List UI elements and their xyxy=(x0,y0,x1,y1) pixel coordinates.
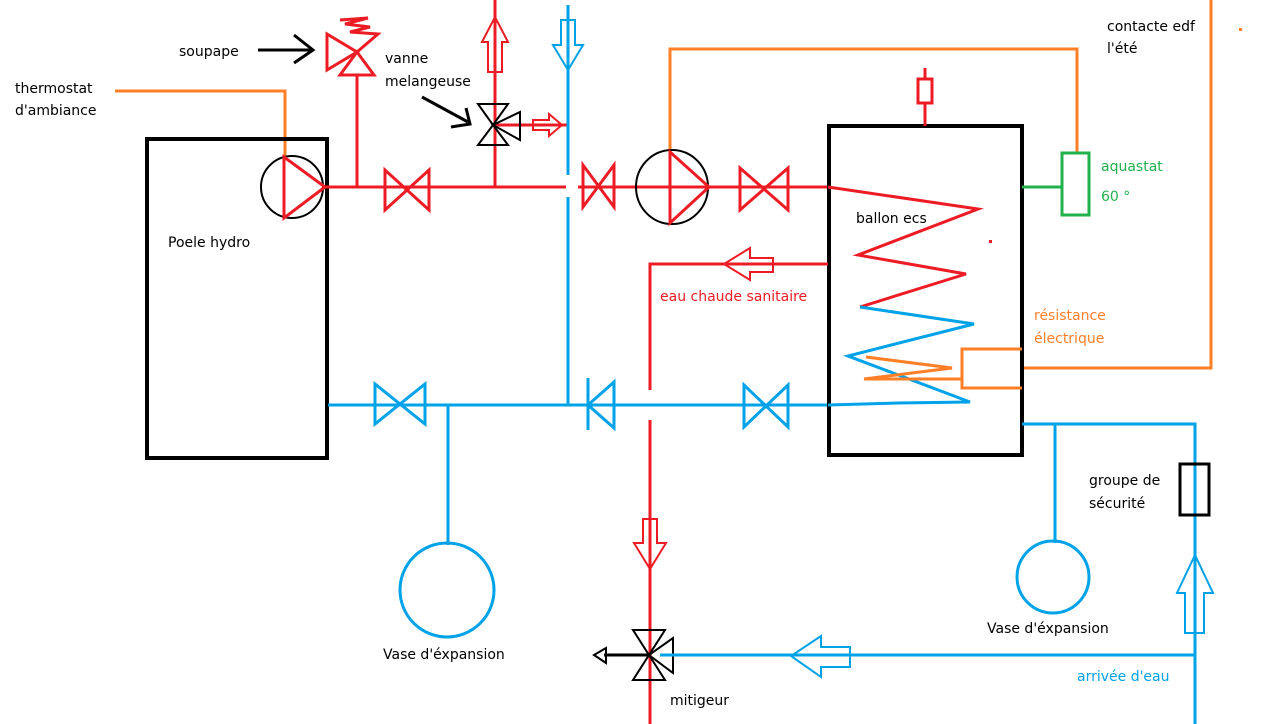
electrical-wiring xyxy=(115,0,1242,370)
groupe-securite-icon[interactable] xyxy=(1178,462,1211,517)
cold-return-pipe xyxy=(1022,422,1197,724)
bypass-arrow-icon xyxy=(532,111,564,139)
hot-water-pipe xyxy=(325,0,828,189)
safety-valve-icon[interactable] xyxy=(325,16,382,77)
hot-down-arrow-icon xyxy=(632,518,668,571)
vanne-label-1: vanne xyxy=(385,51,428,67)
soupape-label: soupape xyxy=(179,44,239,60)
stray-dot xyxy=(1239,28,1242,31)
check-valve-icon[interactable] xyxy=(585,378,616,432)
electric-resistance-icon[interactable] xyxy=(863,347,1022,390)
vanne-label-2: melangeuse xyxy=(385,74,471,90)
aquastat-temp-label: 60 ° xyxy=(1101,189,1130,205)
edf-contact-wire xyxy=(1022,0,1213,370)
circulator-pump-ballon-icon[interactable] xyxy=(635,148,712,227)
expansion-vessel-left-icon[interactable] xyxy=(398,541,496,639)
red-valve-2-icon[interactable] xyxy=(581,160,616,212)
resistance-label-2: électrique xyxy=(1034,331,1104,347)
ballon-ecs-box[interactable] xyxy=(827,124,1024,457)
mixing-valve-icon[interactable] xyxy=(476,103,521,146)
thermostat-label-1: thermostat xyxy=(15,81,93,97)
resistance-label-1: résistance xyxy=(1034,308,1106,324)
aquastat-wire xyxy=(668,47,1079,153)
soupape-arrow-icon xyxy=(258,33,316,65)
groupe-label-1: groupe de xyxy=(1089,473,1160,489)
ecs-left-arrow-icon xyxy=(722,246,774,282)
cold-down-arrow-icon xyxy=(551,19,585,72)
poele-hydro-box[interactable] xyxy=(145,137,329,460)
coil-cold-section xyxy=(827,305,975,407)
blue-valve-1-icon[interactable] xyxy=(373,380,427,428)
blue-valve-2-icon[interactable] xyxy=(742,381,790,431)
red-valve-3-icon[interactable] xyxy=(738,164,790,214)
coil-hot-section xyxy=(827,185,984,309)
stray-dot-red xyxy=(989,240,992,243)
aquastat-icon[interactable] xyxy=(1022,151,1091,217)
red-valve-1-icon[interactable] xyxy=(383,166,431,214)
vanne-arrow-icon xyxy=(421,95,472,129)
groupe-label-2: sécurité xyxy=(1089,496,1145,512)
thermostat-label-2: d'ambiance xyxy=(15,103,97,119)
hot-up-arrow-icon xyxy=(480,14,510,73)
circulator-pump-poele-icon[interactable] xyxy=(260,154,328,222)
ballon-label: ballon ecs xyxy=(856,211,927,227)
contacte-label-1: contacte edf xyxy=(1107,19,1196,35)
cold-up-arrow-icon xyxy=(1175,552,1215,634)
eau-chaude-label: eau chaude sanitaire xyxy=(660,289,807,305)
poele-label: Poele hydro xyxy=(168,235,250,251)
aquastat-label: aquastat xyxy=(1101,159,1163,175)
expansion-vessel-right-icon[interactable] xyxy=(1015,539,1091,615)
arrivee-label: arrivée d'eau xyxy=(1077,669,1170,685)
cold-left-arrow-icon xyxy=(789,634,851,679)
vase-left-label: Vase d'éxpansion xyxy=(383,647,505,663)
thermostat-wire xyxy=(115,89,287,157)
mitigeur-icon[interactable] xyxy=(592,629,674,681)
contacte-label-2: l'été xyxy=(1107,41,1137,57)
ecs-hot-outlet-pipe xyxy=(648,262,828,390)
vase-right-label: Vase d'éxpansion xyxy=(987,621,1109,637)
purge-valve-icon[interactable] xyxy=(916,68,934,126)
mitigeur-label: mitigeur xyxy=(670,693,729,709)
